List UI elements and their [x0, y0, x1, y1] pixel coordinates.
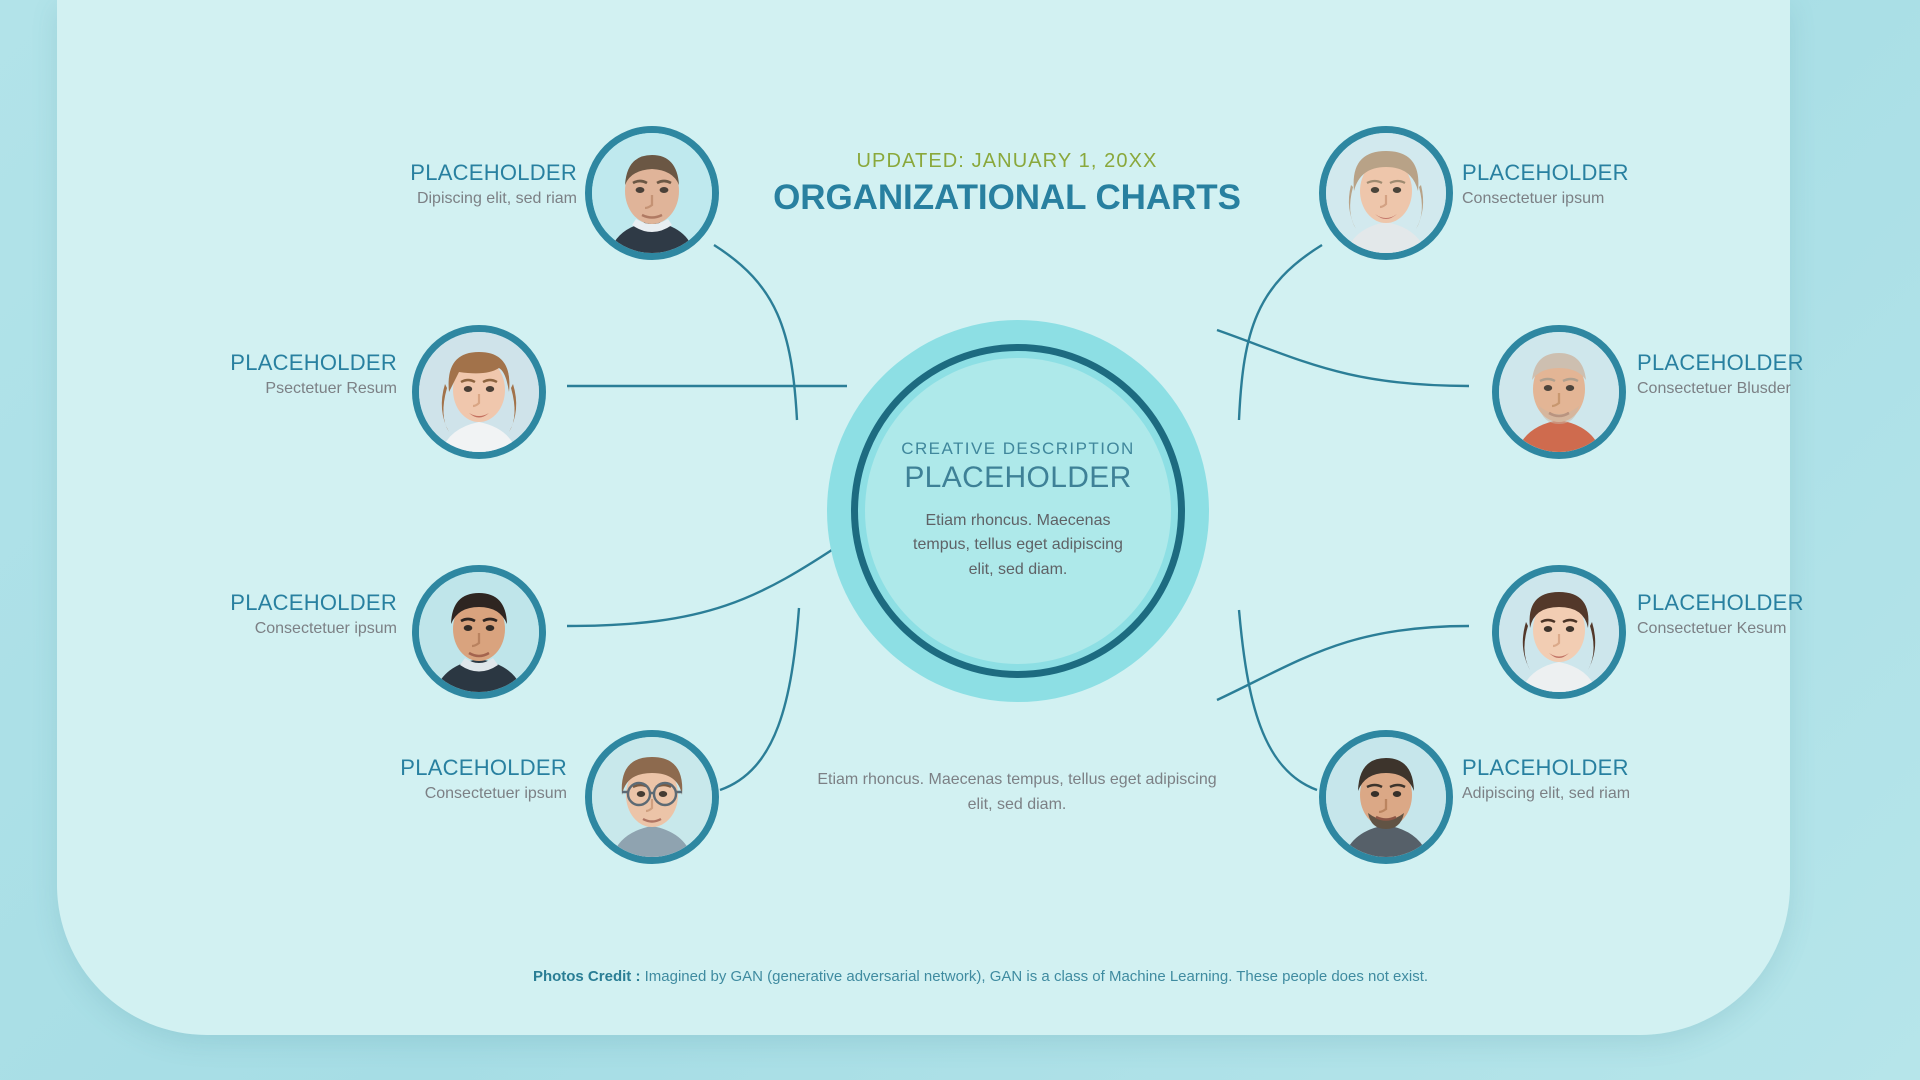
page-title: ORGANIZATIONAL CHARTS — [773, 178, 1241, 217]
hub-title: PLACEHOLDER — [904, 461, 1132, 494]
avatar-illustration — [1499, 332, 1619, 452]
node-title: PLACEHOLDER — [1462, 160, 1629, 185]
avatar-illustration — [592, 737, 712, 857]
connector-right-4 — [1237, 609, 1318, 792]
node-label-right-4: PLACEHOLDER Adipiscing elit, sed riam — [1462, 755, 1812, 803]
connector-right-2 — [1216, 328, 1470, 388]
node-subtitle: Consectetuer ipsum — [424, 785, 567, 802]
avatar-photo-left-2[interactable] — [412, 325, 546, 459]
connector-right-1 — [1237, 243, 1323, 421]
avatar-illustration — [1326, 737, 1446, 857]
avatar-photo-right-3[interactable] — [1492, 565, 1626, 699]
center-hub: CREATIVE DESCRIPTION PLACEHOLDER Etiam r… — [827, 320, 1209, 702]
node-subtitle: Consectetuer ipsum — [254, 620, 397, 637]
node-subtitle: Consectetuer Blusder — [1637, 380, 1791, 397]
content-card: UPDATED: JANUARY 1, 20XX ORGANIZATIONAL … — [57, 0, 1803, 1035]
avatar-photo-right-4[interactable] — [1319, 730, 1453, 864]
avatar-photo-left-4[interactable] — [585, 730, 719, 864]
bottom-caption: Etiam rhoncus. Maecenas tempus, tellus e… — [817, 771, 1217, 813]
avatar-photo-left-3[interactable] — [412, 565, 546, 699]
node-label-left-2: PLACEHOLDER Psectetuer Resum — [57, 350, 397, 398]
node-title: PLACEHOLDER — [230, 350, 397, 375]
page-header: UPDATED: JANUARY 1, 20XX ORGANIZATIONAL … — [697, 150, 1317, 218]
hub-body-text: Etiam rhoncus. Maecenas tempus, tellus e… — [913, 511, 1123, 579]
node-label-left-3: PLACEHOLDER Consectetuer ipsum — [57, 590, 397, 638]
node-title: PLACEHOLDER — [410, 160, 577, 185]
node-subtitle: Dipiscing elit, sed riam — [416, 190, 577, 207]
node-title: PLACEHOLDER — [1637, 590, 1804, 615]
node-label-left-4: PLACEHOLDER Consectetuer ipsum — [217, 755, 567, 803]
connector-right-3 — [1216, 624, 1470, 702]
avatar-illustration — [419, 332, 539, 452]
node-title: PLACEHOLDER — [400, 755, 567, 780]
connector-left-4 — [719, 607, 801, 792]
avatar-illustration — [592, 133, 712, 253]
node-subtitle: Consectetuer Kesum — [1637, 620, 1787, 637]
connector-left-3 — [566, 539, 848, 628]
node-label-right-3: PLACEHOLDER Consectetuer Kesum — [1637, 590, 1920, 638]
hub-ring — [851, 344, 1185, 678]
avatar-photo-right-1[interactable] — [1319, 126, 1453, 260]
node-title: PLACEHOLDER — [230, 590, 397, 615]
node-label-right-2: PLACEHOLDER Consectetuer Blusder — [1637, 350, 1920, 398]
photos-credit-text: Imagined by GAN (generative adversarial … — [640, 968, 1429, 985]
node-label-right-1: PLACEHOLDER Consectetuer ipsum — [1462, 160, 1802, 208]
updated-date: UPDATED: JANUARY 1, 20XX — [856, 150, 1158, 172]
avatar-photo-right-2[interactable] — [1492, 325, 1626, 459]
node-label-left-1: PLACEHOLDER Dipiscing elit, sed riam — [217, 160, 577, 208]
node-subtitle: Adipiscing elit, sed riam — [1462, 785, 1631, 802]
hub-eyebrow: CREATIVE DESCRIPTION — [901, 439, 1135, 458]
avatar-illustration — [1499, 572, 1619, 692]
avatar-photo-left-1[interactable] — [585, 126, 719, 260]
node-title: PLACEHOLDER — [1462, 755, 1629, 780]
node-title: PLACEHOLDER — [1637, 350, 1804, 375]
avatar-illustration — [419, 572, 539, 692]
photos-credit-label: Photos Credit : — [532, 968, 641, 985]
connector-left-1 — [713, 243, 799, 421]
photos-credit: Photos Credit : Imagined by GAN (generat… — [114, 968, 1847, 985]
avatar-illustration — [1326, 133, 1446, 253]
node-subtitle: Psectetuer Resum — [265, 380, 397, 397]
hub-inner-disc: CREATIVE DESCRIPTION PLACEHOLDER Etiam r… — [865, 358, 1171, 664]
node-subtitle: Consectetuer ipsum — [1462, 190, 1605, 207]
